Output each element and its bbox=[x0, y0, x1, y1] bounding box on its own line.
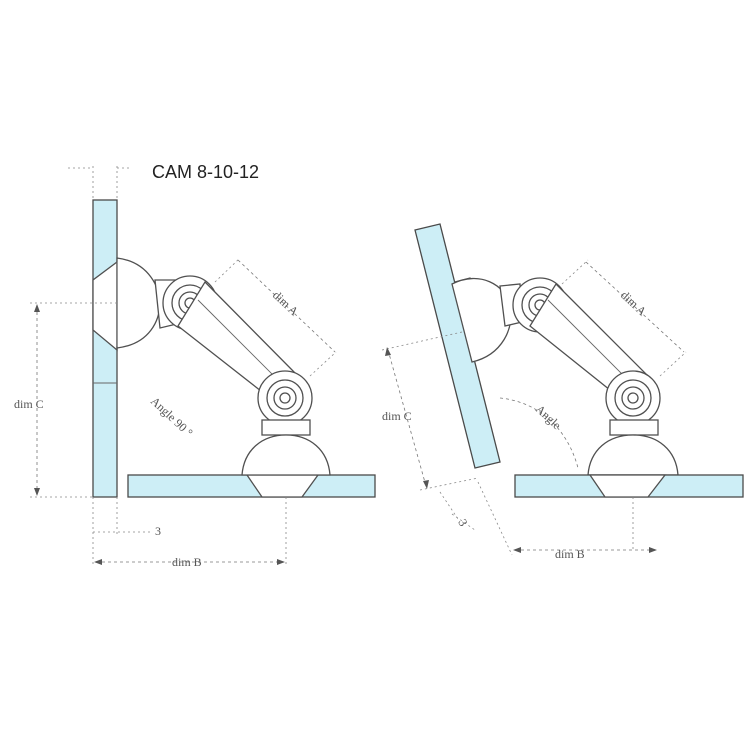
angle-90-label: Angle 90 ° bbox=[148, 394, 196, 440]
dim-c-arrow-bottom bbox=[34, 488, 40, 496]
angled-dim-b-label: dim B bbox=[555, 547, 585, 561]
angled-lower-neck bbox=[609, 419, 659, 436]
dim-b-arrow-right bbox=[277, 559, 285, 565]
dim-b-label: dim B bbox=[172, 555, 202, 569]
view-angled: dim A dim C Angle 3 dim B bbox=[381, 223, 744, 561]
angled-dim-c-arrow-top bbox=[385, 347, 391, 356]
angled-dim-c-arrow-bottom bbox=[423, 480, 429, 489]
vertical-glass-panel bbox=[92, 199, 118, 498]
angled-dim-a-label: dim A bbox=[618, 288, 649, 319]
dim-a-ext-2 bbox=[309, 351, 337, 377]
angled-dim-c-ext-top bbox=[381, 331, 463, 351]
angled-dim-c-label: dim C bbox=[382, 409, 412, 423]
base-mounting-disc bbox=[241, 434, 331, 476]
dim-b-arrow-left bbox=[94, 559, 102, 565]
angled-dim-a-ext-1 bbox=[561, 259, 589, 285]
angled-three-ext-2 bbox=[477, 481, 513, 556]
lower-neck bbox=[261, 419, 311, 436]
angled-dim-c-ext-bottom bbox=[419, 477, 479, 491]
angle-arc bbox=[499, 397, 579, 469]
dim-a-ext-1 bbox=[214, 257, 241, 283]
angled-dim-a-ext-2 bbox=[659, 351, 687, 377]
angled-dim-a-line bbox=[585, 261, 685, 353]
drawing-title: CAM 8-10-12 bbox=[152, 162, 259, 182]
angled-horizontal-countersink bbox=[588, 474, 667, 498]
dim-a-label: dim A bbox=[270, 288, 301, 319]
angled-dim-b-arrow-left bbox=[513, 547, 521, 553]
three-label-left: 3 bbox=[155, 524, 161, 538]
angled-lower-hinge-hex-icon bbox=[627, 392, 639, 404]
angled-dim-b-arrow-right bbox=[649, 547, 657, 553]
lower-hinge-hex-icon bbox=[279, 392, 291, 404]
dim-a-line bbox=[237, 259, 336, 353]
upper-mounting-disc bbox=[116, 257, 161, 349]
view-90-degree: dim A dim C Angle 90 ° 3 dim B bbox=[14, 166, 376, 569]
angle-label: Angle bbox=[533, 402, 564, 432]
tilted-glass-panel bbox=[414, 223, 501, 469]
dim-c-label: dim C bbox=[14, 397, 44, 411]
angled-base-disc bbox=[587, 434, 679, 476]
dim-c-arrow-top bbox=[34, 304, 40, 312]
